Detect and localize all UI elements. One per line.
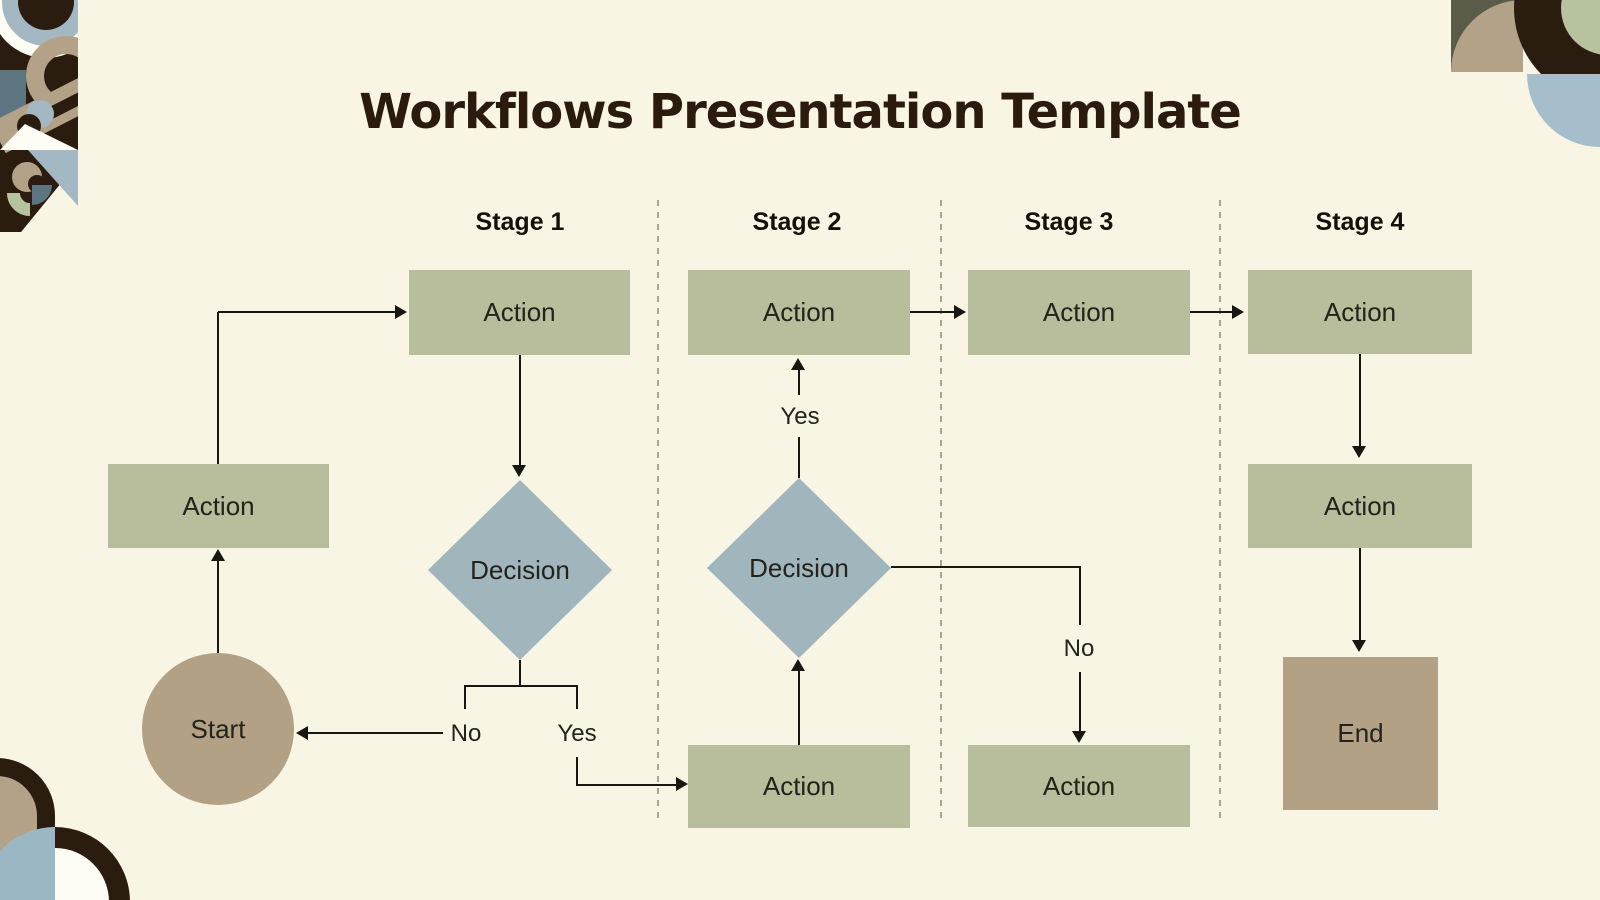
node-s3-bottom-action: Action	[968, 745, 1190, 827]
stage-header-4: Stage 4	[1315, 208, 1405, 236]
node-s1-decision: Decision	[428, 480, 612, 660]
stage-divider-3	[1219, 200, 1221, 820]
stage-header-3: Stage 3	[1024, 208, 1114, 236]
stage-header-1: Stage 1	[475, 208, 565, 236]
edge-s4-top-to-mid	[1359, 354, 1361, 446]
edge-action-up	[217, 312, 219, 464]
node-end-label: End	[1337, 718, 1384, 748]
node-label: Decision	[749, 552, 849, 583]
arrowhead-into-s2-top	[791, 358, 805, 370]
node-label: Action	[1323, 490, 1397, 521]
stage-divider-2	[940, 200, 942, 820]
arrowhead-into-end	[1352, 640, 1366, 652]
arrowhead-into-s1-decision	[512, 465, 526, 477]
node-start: Start	[142, 653, 294, 805]
edge-d1-yes-drop	[576, 685, 578, 709]
arrowhead-into-s3-top	[954, 305, 966, 319]
node-s1-top-action: Action	[409, 270, 630, 355]
edge-label-d1-yes: Yes	[557, 720, 597, 747]
edge-d2-yes-upper	[798, 370, 800, 395]
node-label: Action	[182, 490, 255, 521]
stage-header-2: Stage 2	[752, 208, 842, 236]
node-label: Action	[762, 771, 836, 801]
page-title: Workflows Presentation Template	[359, 84, 1242, 140]
edge-no-to-start	[306, 732, 443, 734]
edge-s2-to-s3	[910, 311, 954, 313]
node-label: Decision	[470, 554, 570, 585]
edge-start-to-action	[217, 558, 219, 653]
arrowhead-into-s1-action	[395, 305, 407, 319]
node-s3-top-action: Action	[968, 270, 1190, 355]
arrowhead-into-s2-bottom	[676, 777, 688, 791]
corner-decoration-top-right	[1451, 0, 1600, 148]
edge-s2-bottom-to-d2	[798, 670, 800, 745]
edge-d2-no-down-lower	[1079, 672, 1081, 731]
edge-label-d1-no: No	[450, 720, 482, 747]
edge-s3-to-s4	[1190, 311, 1232, 313]
node-s4-mid-action: Action	[1248, 464, 1472, 548]
edge-yes-right	[576, 784, 676, 786]
edge-d2-no-down-upper	[1079, 566, 1081, 625]
node-label: Action	[1042, 297, 1116, 327]
arrowhead-into-d2	[791, 659, 805, 671]
corner-decoration-top-left	[0, 0, 78, 232]
arrowhead-into-s4-mid	[1352, 446, 1366, 458]
edge-action-right	[218, 311, 395, 313]
node-end: End	[1283, 657, 1438, 810]
arrowhead-start-to-action	[211, 549, 225, 561]
arrowhead-into-s3-bottom	[1072, 731, 1086, 743]
deco-slate-quarter	[32, 185, 52, 205]
arrowhead-into-s4-top	[1232, 305, 1244, 319]
edge-d1-bar	[464, 685, 578, 687]
edge-d1-stem	[519, 660, 521, 686]
edge-d1-no-drop	[464, 685, 466, 709]
edge-s1-action-to-decision	[519, 355, 521, 467]
edge-yes-down	[576, 757, 578, 786]
node-label: Action	[483, 297, 556, 327]
node-label: Action	[762, 297, 836, 327]
edge-label-d2-no: No	[1063, 635, 1095, 662]
node-label: Action	[1042, 770, 1116, 801]
edge-d2-no-right	[891, 566, 1081, 568]
node-start-label: Start	[190, 713, 246, 744]
node-s4-top-action: Action	[1248, 270, 1472, 354]
node-left-action: Action	[108, 464, 329, 548]
node-s2-bottom-action: Action	[688, 745, 910, 828]
stage-divider-1	[657, 200, 659, 820]
edge-s4-mid-to-end	[1359, 548, 1361, 640]
node-s2-decision: Decision	[707, 478, 891, 658]
corner-decoration-bottom-left	[0, 755, 140, 900]
node-label: Action	[1323, 296, 1397, 327]
node-s2-top-action: Action	[688, 270, 910, 355]
arrowhead-into-start	[296, 726, 308, 740]
edge-d2-yes-lower	[798, 437, 800, 478]
edge-label-d2-yes: Yes	[780, 403, 820, 430]
